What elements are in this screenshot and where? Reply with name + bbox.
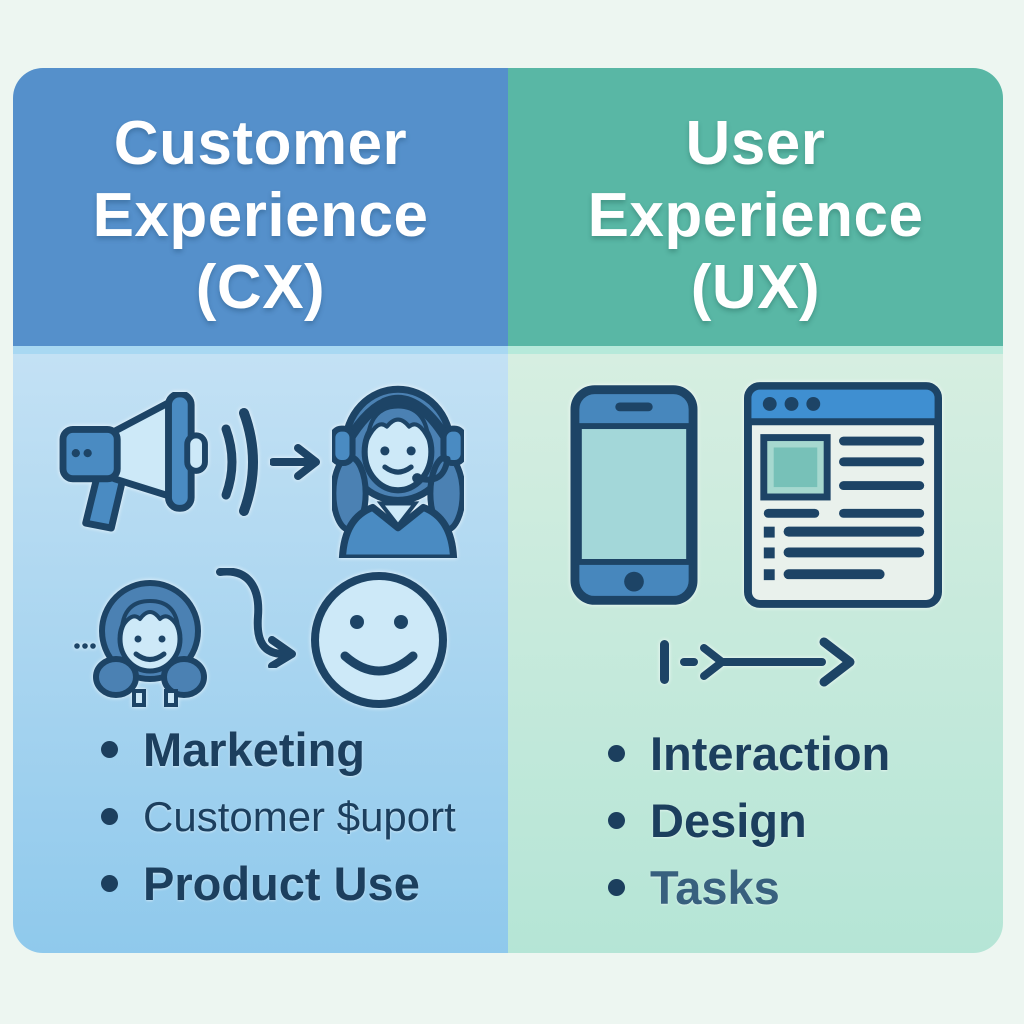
ux-title: User Experience (UX): [588, 68, 924, 346]
cx-bullet-list: Marketing Customer $uport Product Use: [101, 716, 456, 917]
ux-bullet-label: Design: [650, 794, 807, 847]
cx-title: Customer Experience (CX): [93, 68, 429, 346]
cx-icon-row-marketing: [13, 366, 508, 558]
ux-bullet-item: Tasks: [608, 854, 890, 921]
bullet-dot: [101, 808, 118, 825]
ux-arrow-row: [508, 634, 1003, 690]
cx-bullet-label: Customer $uport: [143, 792, 456, 840]
bullet-dot: [608, 745, 625, 762]
ux-bullet-label: Tasks: [650, 861, 780, 914]
ux-column: User Experience (UX): [508, 68, 1003, 953]
arrow-right-icon: [269, 444, 320, 480]
ellipsis-icon: [73, 643, 96, 649]
bullet-dot: [608, 879, 625, 896]
ux-icon-row: [508, 382, 1003, 608]
bullet-dot: [101, 741, 118, 758]
cx-header: Customer Experience (CX): [13, 68, 508, 346]
ux-title-line: (UX): [690, 253, 821, 322]
ux-body: Interaction Design Tasks: [508, 346, 1003, 953]
cx-icon-row-satisfaction: [13, 562, 508, 714]
bullet-dot: [101, 875, 118, 892]
cx-body: Marketing Customer $uport Product Use: [13, 346, 508, 953]
cx-bullet-item: Customer $uport: [101, 783, 456, 850]
cx-bullet-item: Marketing: [101, 716, 456, 783]
megaphone-icon: [59, 392, 208, 532]
ux-header: User Experience (UX): [508, 68, 1003, 346]
support-agent-icon: [331, 385, 464, 558]
customer-face-icon: [73, 580, 207, 707]
ux-bullet-list: Interaction Design Tasks: [608, 720, 890, 921]
smartphone-icon: [569, 385, 698, 605]
cx-column: Customer Experience (CX): [13, 68, 508, 953]
cx-bullet-item: Product Use: [101, 850, 456, 917]
smiley-face-icon: [310, 572, 447, 708]
cx-bullet-label: Marketing: [143, 723, 365, 776]
cx-title-line: (CX): [195, 253, 326, 322]
ux-title-line: User: [685, 109, 826, 178]
ux-bullet-label: Interaction: [650, 727, 891, 780]
ux-bullet-item: Interaction: [608, 720, 890, 787]
browser-window-icon: [743, 382, 942, 608]
cx-title-line: Customer: [113, 109, 408, 178]
ux-bullet-item: Design: [608, 787, 890, 854]
ux-title-line: Experience: [587, 181, 924, 250]
cx-bullet-label: Product Use: [143, 857, 420, 910]
cx-title-line: Experience: [92, 181, 429, 250]
flow-arrow-icon: [659, 637, 854, 687]
sound-waves-icon: [221, 408, 258, 516]
curved-arrow-icon: [215, 568, 296, 668]
bullet-dot: [608, 812, 625, 829]
comparison-card: Customer Experience (CX): [13, 68, 1003, 953]
